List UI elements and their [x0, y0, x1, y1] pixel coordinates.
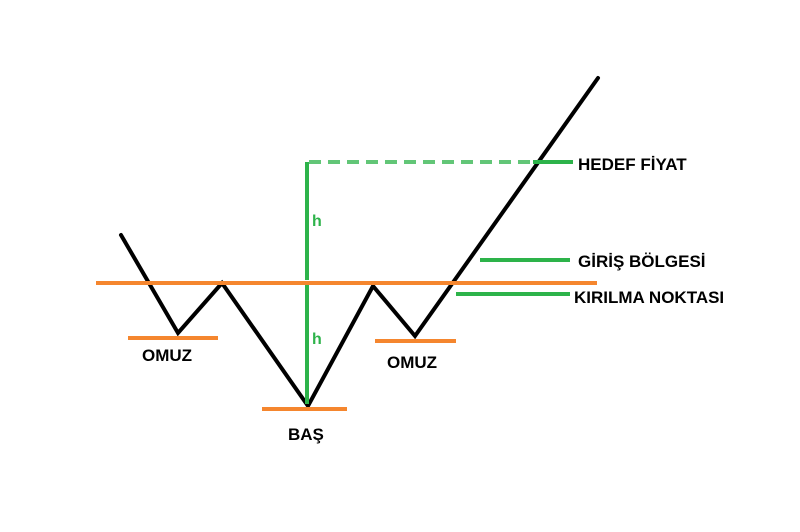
entry-zone-label: GİRİŞ BÖLGESİ	[578, 252, 706, 271]
height-label-lower: h	[312, 331, 322, 348]
breakout-point-label: KIRILMA NOKTASI	[574, 288, 724, 307]
right-shoulder-label: OMUZ	[387, 353, 437, 372]
price-line	[119, 76, 600, 410]
left-shoulder-label: OMUZ	[142, 346, 192, 365]
target-price-label: HEDEF FİYAT	[578, 155, 687, 174]
height-label-upper: h	[312, 213, 322, 230]
head-label: BAŞ	[288, 425, 324, 444]
